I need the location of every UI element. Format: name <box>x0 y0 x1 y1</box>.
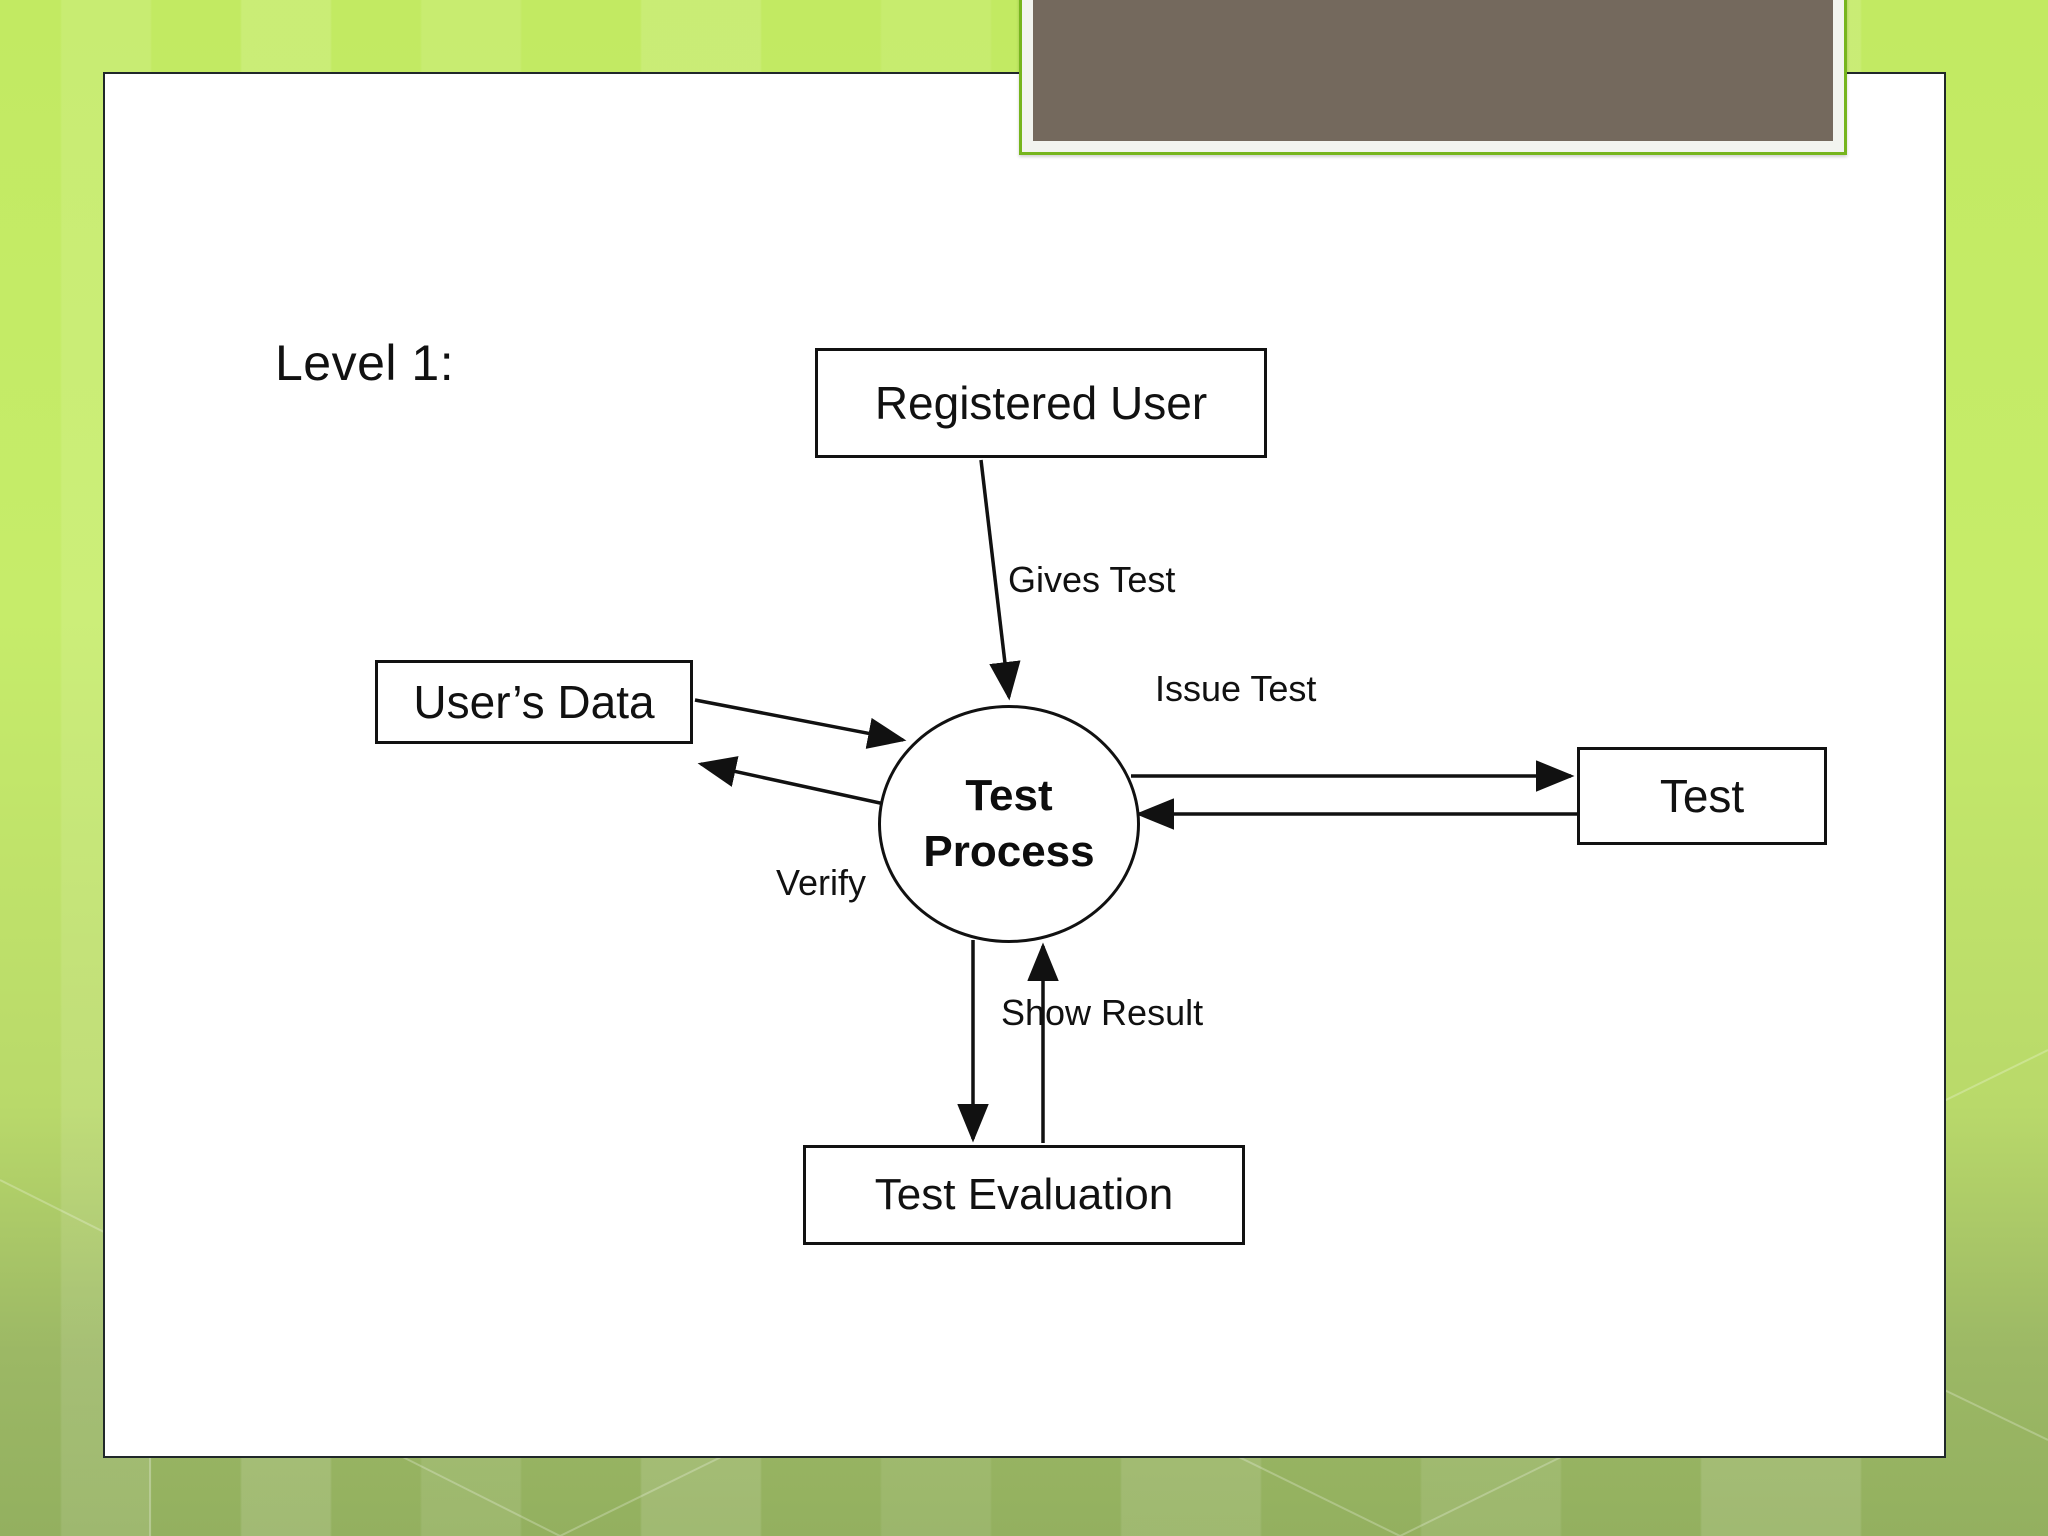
process-label-line2: Process <box>923 827 1095 876</box>
flow-label-issue-test: Issue Test <box>1155 668 1317 709</box>
flow-label-verify: Verify <box>776 862 867 903</box>
flow-store-data <box>697 756 904 810</box>
process-test-process[interactable]: Test Process <box>878 705 1140 943</box>
photo-placeholder <box>1033 0 1833 141</box>
process-label-line1: Test <box>965 770 1053 820</box>
entity-test-label: Test <box>1659 770 1745 822</box>
entity-users-data-label: User’s Data <box>413 676 655 728</box>
entity-registered-user-label: Registered User <box>874 377 1208 429</box>
flow-gives-test <box>979 459 1021 701</box>
flow-label-gives-test: Gives Test <box>1008 559 1176 600</box>
flow-label-show-result: Show Result <box>1001 992 1204 1033</box>
flow-verify <box>694 698 907 749</box>
entity-test[interactable]: Test <box>1577 747 1827 845</box>
dfd-diagram: Level 1: <box>103 72 1946 1458</box>
entity-users-data[interactable]: User’s Data <box>375 660 693 744</box>
entity-registered-user[interactable]: Registered User <box>815 348 1267 458</box>
entity-test-evaluation-label: Test Evaluation <box>874 1170 1174 1219</box>
photo-placeholder-frame <box>1019 0 1847 155</box>
page-title: Level 1: <box>275 335 455 391</box>
entity-test-evaluation[interactable]: Test Evaluation <box>803 1145 1245 1245</box>
